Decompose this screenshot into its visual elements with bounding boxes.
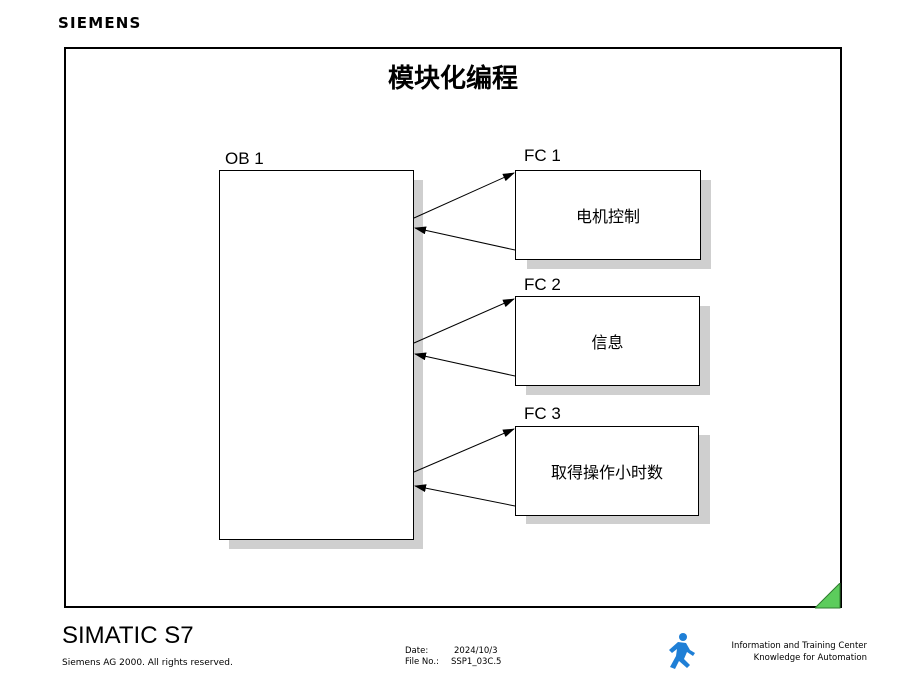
fc1-text: 电机控制 xyxy=(575,207,640,226)
diagram-title: 模块化编程 xyxy=(387,64,518,94)
training-center-text: Information and Training Center Knowledg… xyxy=(732,640,867,664)
fc3-block: 取得操作小时数 xyxy=(515,426,699,516)
fc3-label: FC 3 xyxy=(524,404,561,423)
slide-frame xyxy=(64,47,842,608)
return-arrow-fc2 xyxy=(414,352,516,377)
fc1-label: FC 1 xyxy=(524,146,561,165)
date-value: 2024/10/3 xyxy=(454,646,498,656)
call-arrow-fc1 xyxy=(413,172,515,219)
file-value: SSP1_03C.5 xyxy=(451,657,502,667)
copyright: Siemens AG 2000. All rights reserved. xyxy=(62,658,233,668)
fc2-text: 信息 xyxy=(591,333,624,352)
center-line-2: Knowledge for Automation xyxy=(753,653,867,663)
siemens-logo: SIEMENS xyxy=(58,14,142,32)
product-name: SIMATIC S7 xyxy=(62,622,194,649)
center-line-1: Information and Training Center xyxy=(731,641,867,651)
fc2-block: 信息 xyxy=(515,296,700,386)
date-label: Date: xyxy=(405,646,429,656)
corner-triangle-icon xyxy=(815,583,841,609)
fc1-block: 电机控制 xyxy=(515,170,701,260)
call-arrow-fc2 xyxy=(413,298,515,344)
call-arrow-fc3 xyxy=(413,428,515,473)
ob1-block xyxy=(219,170,414,540)
fc2-label: FC 2 xyxy=(524,275,561,294)
return-arrow-fc1 xyxy=(414,226,516,251)
fc3-text: 取得操作小时数 xyxy=(550,463,663,482)
file-label: File No.: xyxy=(405,657,439,667)
running-man-logo-icon xyxy=(669,633,695,669)
return-arrow-fc3 xyxy=(414,484,516,507)
ob1-label: OB 1 xyxy=(225,149,264,168)
